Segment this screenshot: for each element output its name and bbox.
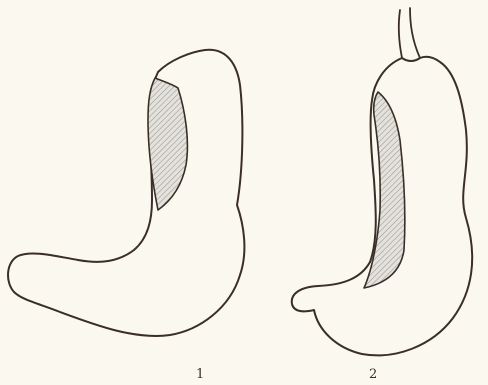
stomach-2-diagram: [292, 8, 472, 355]
stomach-1-outline: [8, 50, 244, 336]
panel-2-label: 2: [369, 368, 377, 381]
stomach-2-esophagus-right: [410, 8, 420, 58]
panel-1-label: 1: [196, 368, 204, 381]
stomach-1-diagram: [8, 50, 244, 336]
stomach-2-esophagus: [399, 10, 402, 58]
